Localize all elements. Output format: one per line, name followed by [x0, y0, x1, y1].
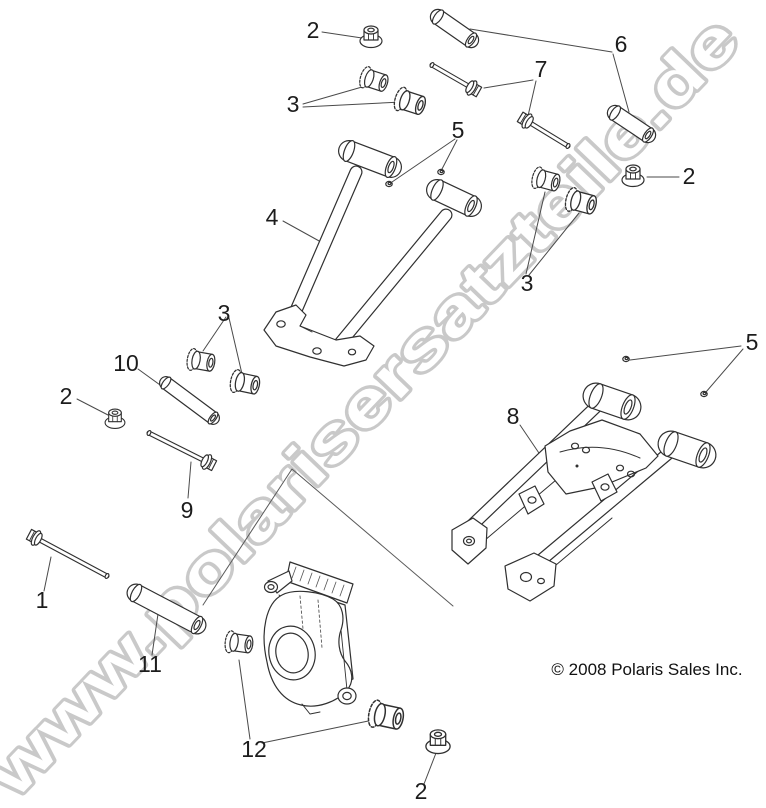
leader-9 [187, 461, 192, 499]
callout-label-5-right: 5 [746, 329, 759, 355]
leader-3-mid [202, 316, 243, 375]
leader-1 [43, 556, 52, 592]
leader-3-top [302, 86, 403, 108]
callout-label-7: 7 [535, 56, 548, 82]
callout-label-10: 10 [113, 350, 139, 376]
part-11-tube-spacer [126, 583, 207, 635]
leader-6 [469, 28, 630, 113]
part-7-bolt-b [515, 109, 571, 149]
copyright-text: © 2008 Polaris Sales Inc. [551, 660, 742, 679]
part-5-grease-fitting [622, 355, 630, 363]
part-3-bushing [391, 85, 429, 119]
callout-label-2-bottom: 2 [415, 778, 428, 804]
assembly-reference-line [202, 468, 454, 607]
part-7-bolt-a [429, 62, 484, 100]
leader-2-bottom [423, 752, 437, 785]
callout-label-4: 4 [266, 204, 279, 230]
callout-label-12: 12 [241, 736, 267, 762]
part-6-pivot-tube-b [606, 104, 657, 144]
callout-labels: 2 3 6 7 5 2 3 4 3 10 2 9 5 8 1 11 12 2 [36, 17, 759, 804]
part-6-pivot-tube-a [429, 8, 480, 49]
part-3-bushing [356, 64, 392, 96]
leader-12 [238, 659, 379, 744]
callout-label-5-top: 5 [452, 117, 465, 143]
callout-label-2-top: 2 [307, 17, 320, 43]
callout-label-3-mid: 3 [218, 300, 231, 326]
callout-label-3-top: 3 [287, 91, 300, 117]
part-3-bushing [184, 347, 218, 375]
part-5-grease-fitting [385, 180, 393, 188]
leader-7 [483, 79, 537, 117]
callout-label-3-right: 3 [521, 270, 534, 296]
callout-label-2-right: 2 [683, 163, 696, 189]
part-5-grease-fitting [437, 168, 445, 176]
leader-2-left [76, 398, 109, 416]
callout-label-8: 8 [507, 403, 520, 429]
part-9-bolt [146, 429, 219, 474]
leader-2-top [321, 31, 363, 39]
part-12-bushing [365, 698, 407, 734]
part-8-lower-control-arm [451, 382, 717, 602]
callout-label-11: 11 [138, 651, 162, 677]
part-2-flange-nut [359, 25, 383, 49]
part-12-bushing [223, 629, 255, 657]
part-2-flange-nut [104, 408, 126, 429]
callout-label-1: 1 [36, 587, 49, 613]
leader-5-top [391, 138, 458, 183]
part-10-tube-spacer [159, 376, 220, 425]
leader-11 [151, 613, 159, 656]
leader-5-right [629, 345, 744, 393]
part-5-grease-fitting [700, 390, 708, 398]
callout-label-9: 9 [181, 497, 194, 523]
part-4-upper-control-arm [263, 140, 482, 367]
part-2-flange-nut [425, 729, 451, 755]
leader-3-right [525, 191, 580, 276]
callout-label-6: 6 [615, 31, 628, 57]
part-1-bolt [24, 526, 110, 580]
bearing-carrier-knuckle [263, 561, 357, 715]
part-3-bushing [227, 368, 263, 398]
callout-label-2-left: 2 [60, 383, 73, 409]
